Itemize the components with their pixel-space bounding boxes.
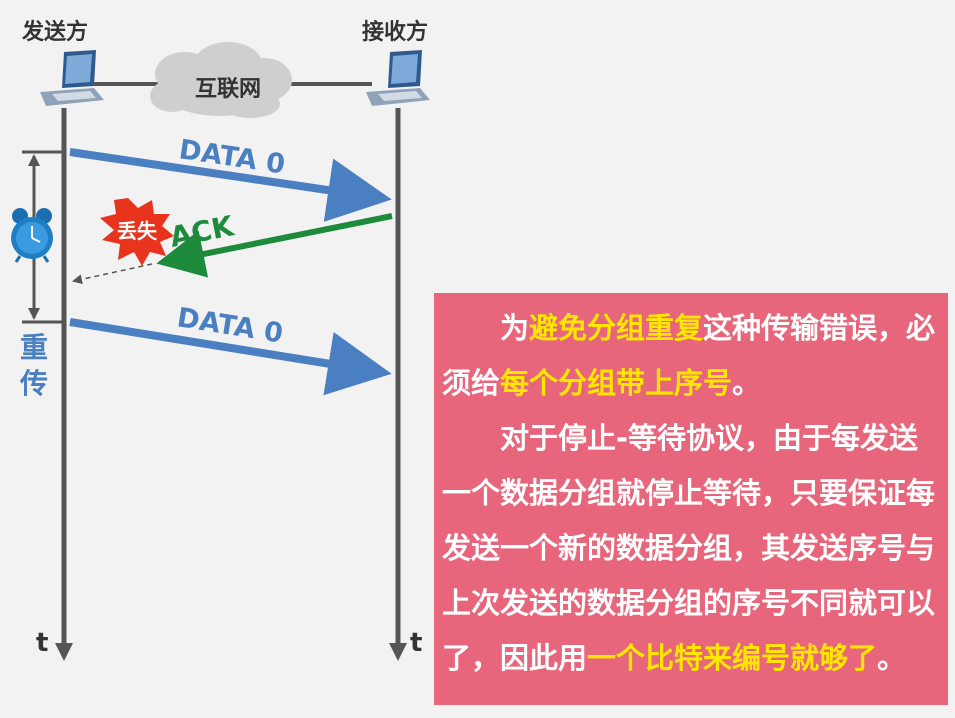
receiver-title: 接收方 [362,20,429,45]
note-highlight: 避免分组重复 [529,311,704,345]
network-label: 互联网 [195,77,261,102]
note-paragraph-1: 为避免分组重复这种传输错误，必须给每个分组带上序号。 [442,301,938,411]
note-text: 。 [732,366,762,400]
note-highlight: 每个分组带上序号 [500,366,733,400]
sender-title: 发送方 [22,20,89,45]
sender-time-label: t [36,628,49,658]
ack-lost-dashed-arrow [72,263,153,285]
receiver-laptop-icon [366,50,430,106]
note-text: 这种传输错误，必须给 [442,311,936,400]
note-text: 。 [877,641,907,675]
timer-clock-icon [11,208,53,263]
sender-laptop-icon [40,50,104,106]
retransmit-label: 重传 [19,331,48,400]
explanation-note: 为避免分组重复这种传输错误，必须给每个分组带上序号。 对于停止-等待协议，由于每… [434,293,948,705]
note-paragraph-2: 对于停止-等待协议，由于每发送一个数据分组就停止等待，只要保证每发送一个新的数据… [442,411,938,686]
ack-arrow [156,213,393,278]
note-text: 对于停止-等待协议，由于每发送一个数据分组就停止等待，只要保证每发送一个新的数据… [442,421,936,675]
note-highlight: 一个比特来编号就够了 [587,641,878,675]
data0-arrow [69,148,392,222]
lost-badge-label: 丢失 [117,219,158,243]
timeout-interval-bracket [22,150,64,324]
internet-cloud: 互联网 [150,42,292,118]
data0-retransmit-arrow [69,318,392,396]
receiver-time-label: t [410,628,423,658]
lost-badge: 丢失 [100,198,174,266]
note-text: 为 [500,311,530,345]
